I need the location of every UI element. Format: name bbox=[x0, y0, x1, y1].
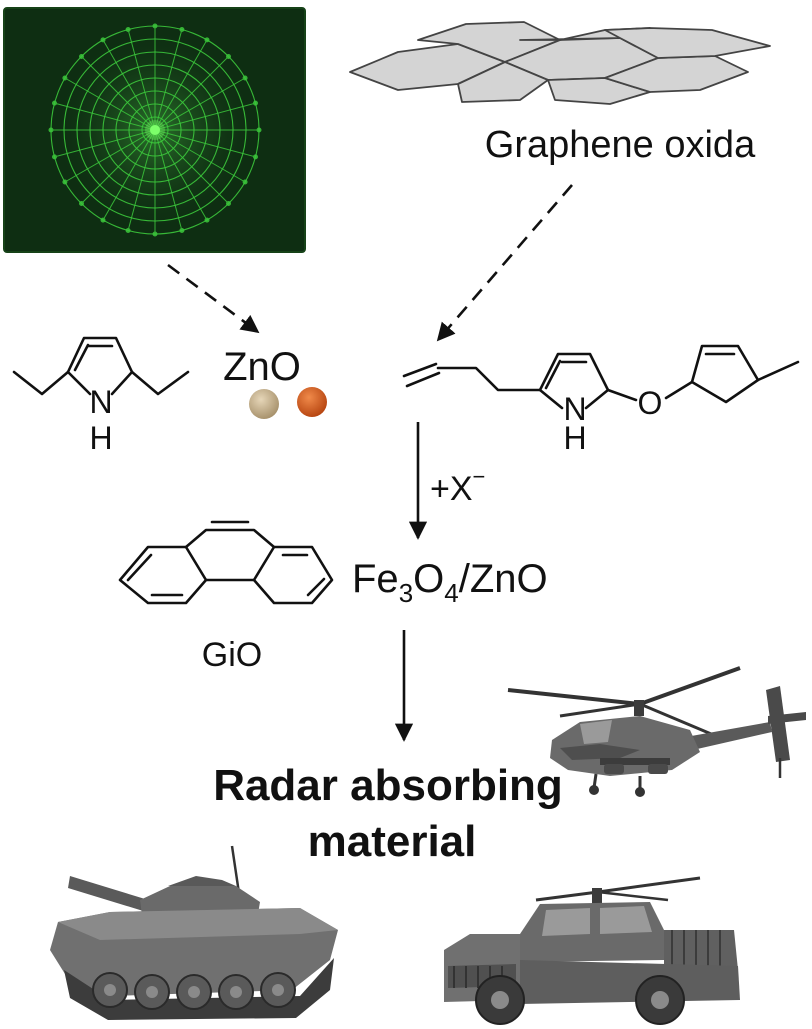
radar-spoke bbox=[81, 129, 156, 204]
tank-icon bbox=[50, 845, 338, 1020]
radar-spoke bbox=[102, 39, 156, 131]
gio-label: GiO bbox=[202, 636, 262, 674]
radar-rim-dot bbox=[242, 75, 248, 81]
right-nitrogen-label: N bbox=[563, 391, 586, 427]
radar-screen-icon bbox=[3, 7, 306, 253]
radar-spoke bbox=[154, 102, 256, 131]
radar-spoke bbox=[154, 129, 229, 204]
zno-label: ZnO bbox=[223, 345, 301, 389]
radar-spoke bbox=[127, 29, 156, 131]
product-label-line1: Radar absorbing bbox=[213, 761, 563, 810]
radar-spoke bbox=[154, 29, 183, 131]
fe3o4-zno-label: Fe3O4/ZnO bbox=[352, 557, 548, 608]
reagent-label: +X− bbox=[430, 464, 485, 508]
radar-rim-dot bbox=[125, 27, 131, 32]
dashed-arrow-radar-to-zno bbox=[167, 263, 260, 334]
radar-rim-dot bbox=[52, 154, 57, 160]
radar-spoke bbox=[154, 77, 246, 131]
radar-rim-dot bbox=[242, 179, 248, 185]
radar-rim-dot bbox=[179, 27, 185, 32]
right-monomer-structure bbox=[402, 344, 800, 410]
radar-spoke bbox=[64, 77, 156, 131]
armored-truck-icon bbox=[444, 876, 740, 1025]
radar-spoke bbox=[54, 129, 156, 158]
helicopter-icon bbox=[507, 666, 806, 797]
dashed-arrow-graphene-to-monomer bbox=[436, 184, 573, 342]
radar-rim-dot bbox=[62, 179, 68, 185]
radar-rim-dot bbox=[125, 228, 131, 233]
radar-rim-dot bbox=[204, 37, 210, 43]
radar-rim-dot bbox=[79, 54, 84, 59]
radar-rim-dot bbox=[100, 37, 106, 43]
product-label-line2: material bbox=[308, 817, 477, 866]
left-pyrrole-structure bbox=[12, 336, 190, 396]
right-hydrogen-label: H bbox=[563, 420, 586, 456]
radar-rim-dot bbox=[226, 54, 231, 59]
radar-rim-dot bbox=[152, 23, 158, 29]
radar-rim-dot bbox=[79, 201, 84, 206]
radar-spoke bbox=[102, 129, 156, 221]
radar-spoke bbox=[154, 129, 208, 221]
radar-rim-dot bbox=[256, 127, 262, 133]
graphene-oxide-label: Graphene oxida bbox=[485, 124, 756, 166]
radar-spoke bbox=[54, 102, 156, 131]
radar-spoke bbox=[154, 56, 229, 131]
radar-rim-dot bbox=[152, 231, 158, 237]
gio-structure bbox=[118, 520, 334, 605]
radar-spoke bbox=[64, 129, 156, 183]
radar-rim-dot bbox=[253, 154, 258, 160]
graphene-sheet-icon bbox=[349, 21, 771, 105]
radar-spoke bbox=[127, 129, 156, 231]
radar-spoke bbox=[154, 39, 208, 131]
radar-rim-dot bbox=[52, 100, 57, 106]
left-hydrogen-label: H bbox=[89, 420, 112, 456]
radar-spoke bbox=[154, 129, 183, 231]
radar-rim-dot bbox=[253, 100, 258, 106]
radar-rim-dot bbox=[62, 75, 68, 81]
radar-spoke bbox=[154, 129, 256, 158]
left-nitrogen-label: N bbox=[89, 384, 112, 420]
radar-rim-dot bbox=[179, 228, 185, 233]
radar-rim-dot bbox=[100, 217, 106, 223]
radar-spoke bbox=[81, 56, 156, 131]
radar-rim-dot bbox=[48, 127, 54, 133]
radar-rim-dot bbox=[204, 217, 210, 223]
oxygen-label: O bbox=[638, 385, 663, 421]
zno-particle-orange bbox=[297, 387, 327, 417]
radar-spoke bbox=[154, 129, 246, 183]
zno-particle-beige bbox=[249, 389, 279, 419]
radar-rim-dot bbox=[226, 201, 231, 206]
